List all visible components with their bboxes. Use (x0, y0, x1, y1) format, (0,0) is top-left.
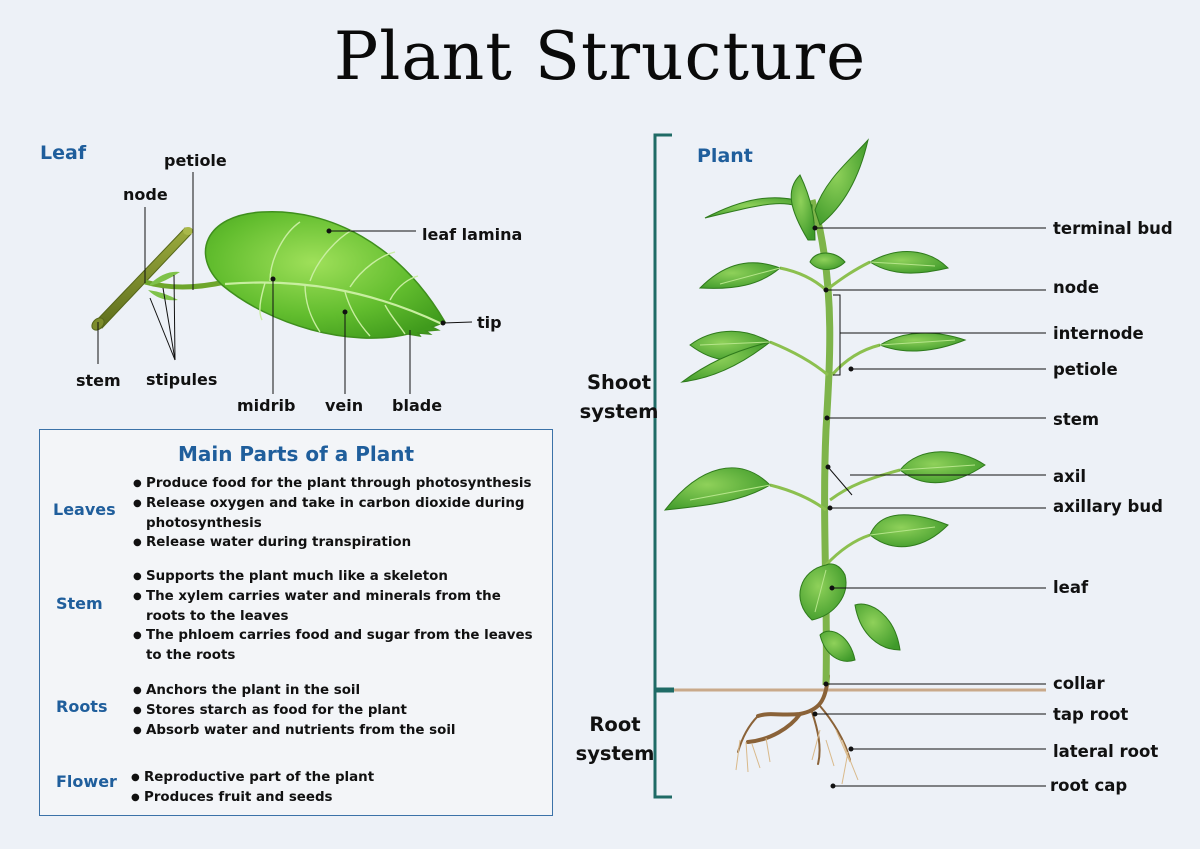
plant-label-axil: axil (1053, 467, 1087, 486)
plant-label-lateral-root: lateral root (1053, 742, 1159, 761)
leaf-label-node: node (123, 185, 168, 204)
page-title: Plant Structure (333, 18, 867, 95)
leaf-label-vein: vein (325, 396, 364, 415)
list-item: The xylem carries water and minerals fro… (133, 587, 543, 627)
list-item: Anchors the plant in the soil (133, 681, 538, 701)
list-item: Release water during transpiration (133, 533, 538, 553)
leaf-label-blade: blade (392, 396, 443, 415)
list-item: The phloem carries food and sugar from t… (133, 626, 543, 666)
leaf-label-stem: stem (76, 371, 121, 390)
part-name-flower: Flower (56, 772, 117, 791)
list-item: Produce food for the plant through photo… (133, 474, 538, 494)
plant-label-tap-root: tap root (1053, 705, 1129, 724)
part-name-stem: Stem (56, 594, 103, 613)
main-parts-panel: Main Parts of a Plant Leaves Produce foo… (39, 429, 553, 816)
leaf-label-lines (97, 172, 473, 394)
leaf-label-stipules: stipules (146, 370, 218, 389)
part-list-leaves: Produce food for the plant through photo… (133, 474, 538, 553)
plant-label-node: node (1053, 278, 1100, 297)
plant-label-stem: stem (1053, 410, 1100, 429)
plant-label-leaf: leaf (1053, 578, 1089, 597)
list-item: Reproductive part of the plant (131, 768, 536, 788)
plant-petioles (769, 260, 901, 567)
main-parts-heading: Main Parts of a Plant (177, 442, 415, 466)
leaf-label-petiole: petiole (164, 151, 227, 170)
part-name-leaves: Leaves (53, 500, 116, 519)
system-bracket (653, 133, 674, 799)
list-item: Produces fruit and seeds (131, 788, 536, 808)
plant-leaf-veins (689, 261, 976, 613)
plant-label-axillary-bud: axillary bud (1053, 497, 1163, 516)
plant-section-heading: Plant (697, 145, 753, 167)
stipule-lower (148, 290, 178, 301)
list-item: Release oxygen and take in carbon dioxid… (133, 494, 538, 534)
list-item: Absorb water and nutrients from the soil (133, 721, 538, 741)
part-list-stem: Supports the plant much like a skeleton … (133, 567, 543, 666)
part-name-roots: Roots (56, 697, 108, 716)
plant-label-terminal-bud: terminal bud (1053, 219, 1173, 238)
plant-label-petiole: petiole (1053, 360, 1118, 379)
list-item: Supports the plant much like a skeleton (133, 567, 543, 587)
leaf-label-lamina: leaf lamina (422, 225, 523, 244)
part-list-roots: Anchors the plant in the soil Stores sta… (133, 681, 538, 740)
leaf-label-midrib: midrib (237, 396, 296, 415)
root-hairs (735, 729, 859, 785)
plant-label-collar: collar (1053, 674, 1105, 693)
part-list-flower: Reproductive part of the plant Produces … (131, 768, 536, 808)
plant-label-internode: internode (1053, 324, 1144, 343)
stipule-upper (150, 271, 180, 286)
leaf-label-tip: tip (477, 313, 502, 332)
plant-label-root-cap: root cap (1050, 776, 1128, 795)
leaf-veins (224, 221, 443, 337)
shoot-system-label: Shoot system (579, 371, 659, 423)
leaf-twig (91, 227, 193, 331)
leaf-section-heading: Leaf (40, 142, 87, 164)
list-item: Stores starch as food for the plant (133, 701, 538, 721)
plant-label-lines (812, 225, 1046, 789)
root-system-label: Root system (575, 713, 655, 765)
